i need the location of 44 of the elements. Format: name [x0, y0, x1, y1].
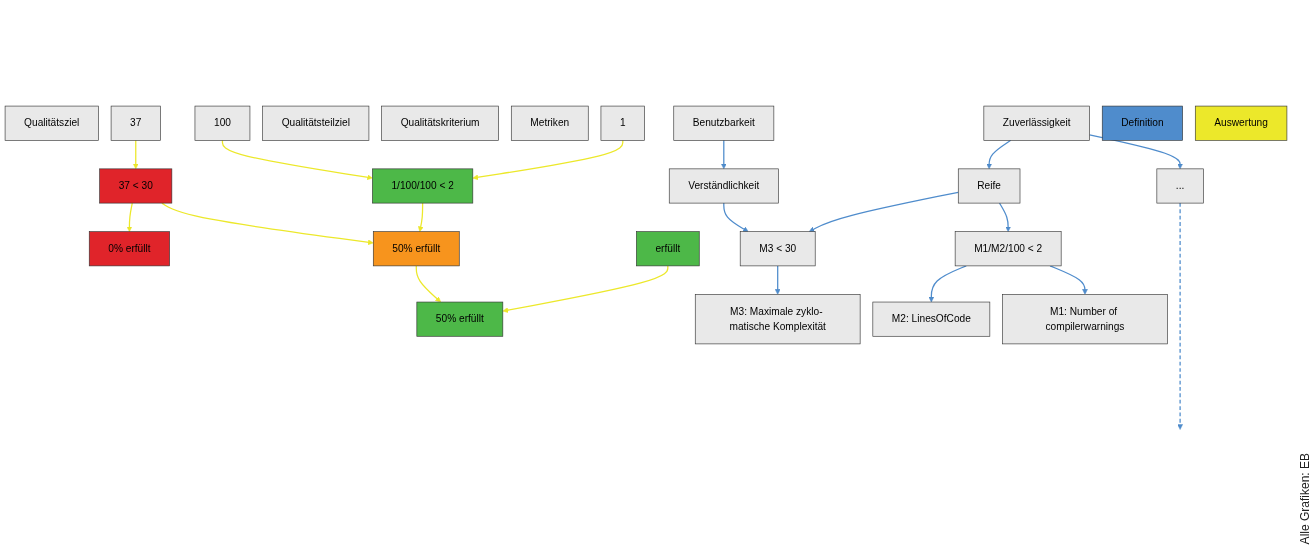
- arrow: [928, 264, 967, 302]
- node-box: M3: Maximale zyklo- matische Komplexität: [694, 293, 861, 344]
- arrow: [1088, 133, 1183, 169]
- arrow: [1177, 202, 1183, 430]
- node-box: Auswertung: [1194, 105, 1288, 141]
- arrow: [721, 139, 727, 169]
- node-box: 37: [110, 105, 161, 141]
- node-box: 50% erfüllt: [416, 301, 504, 337]
- arrow: [723, 202, 749, 232]
- node-box: erfüllt: [636, 231, 700, 266]
- node-box: Zuverlässigkeit: [983, 105, 1090, 141]
- arrow: [998, 202, 1011, 232]
- node-box: 0% erfüllt: [88, 231, 170, 266]
- credit-text: Alle Grafiken: EB: [1298, 452, 1312, 544]
- arrow: [808, 191, 959, 232]
- node-box: Qualitätsziel: [4, 105, 99, 141]
- node-box: 50% erfüllt: [372, 231, 460, 266]
- arrow: [502, 264, 669, 313]
- node-box: M3 < 30: [739, 231, 816, 266]
- arrow: [774, 264, 781, 295]
- node-box: M2: LinesOfCode: [872, 301, 991, 337]
- node-box: Verständlichkeit: [668, 168, 779, 204]
- node-box: Metriken: [510, 105, 589, 141]
- node-box: M1/M2/100 < 2: [954, 231, 1062, 266]
- arrow: [986, 139, 1012, 169]
- node-box: Reife: [957, 168, 1021, 204]
- arrow: [472, 139, 624, 180]
- node-box: 100: [194, 105, 251, 141]
- node-box: ...: [1156, 168, 1204, 204]
- node-box: Qualitätsteilziel: [262, 105, 370, 141]
- node-box: Benutzbarkeit: [673, 105, 775, 141]
- arrow: [418, 202, 424, 232]
- arrow: [1049, 264, 1088, 295]
- node-box: Qualitätskriterium: [381, 105, 499, 141]
- arrow: [132, 139, 139, 169]
- arrow: [415, 264, 441, 302]
- arrow: [221, 139, 373, 180]
- node-box: M1: Number of compilerwarnings: [1002, 293, 1168, 344]
- node-box: 1/100/100 < 2: [372, 168, 474, 204]
- node-box: 1: [600, 105, 645, 141]
- arrow: [161, 202, 374, 245]
- node-box: Definition: [1101, 105, 1183, 141]
- node-box: 37 < 30: [99, 168, 173, 204]
- arrow: [126, 202, 133, 232]
